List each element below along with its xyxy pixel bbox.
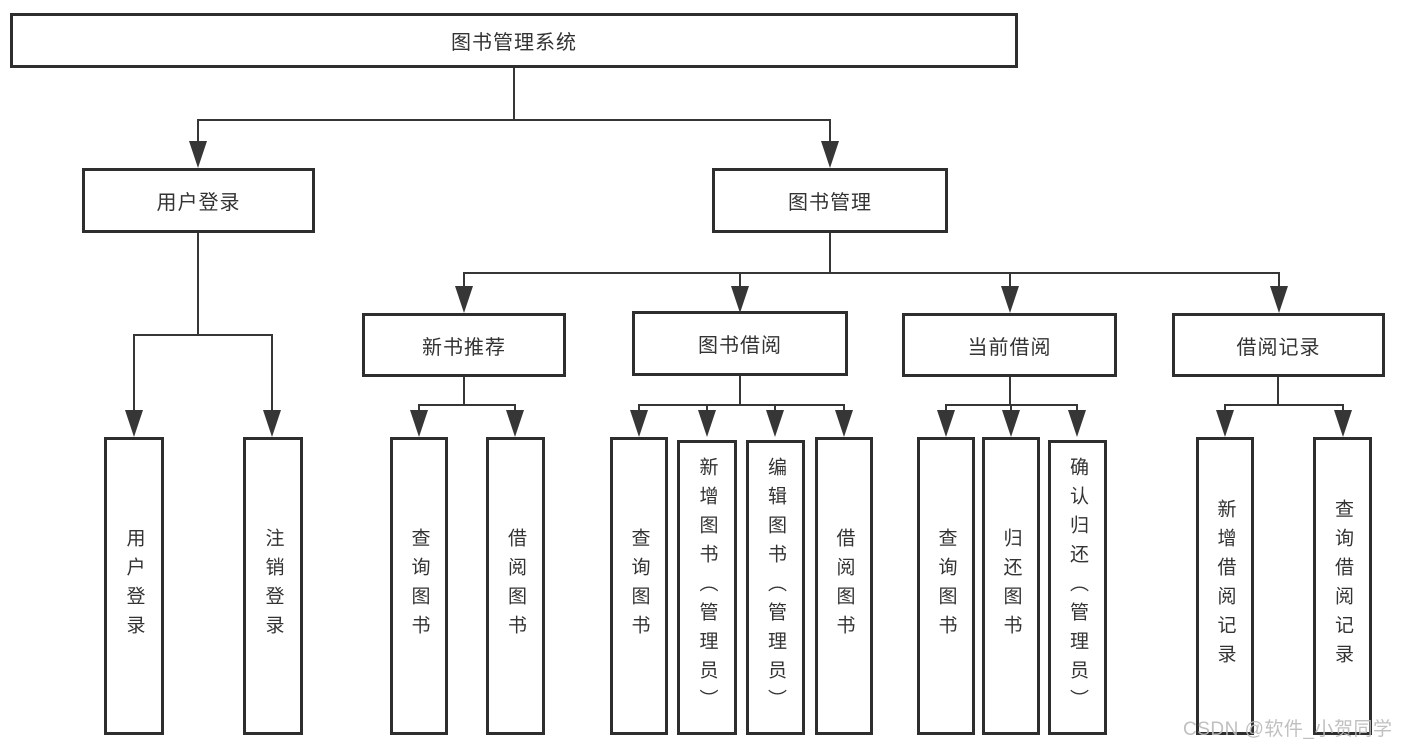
node-book-borrow-label: 图书借阅: [698, 335, 782, 357]
arrowhead-edit-book-admin: [766, 410, 784, 437]
connector-book-management-stem: [829, 233, 831, 274]
arrowhead-query-borrow-record: [1334, 410, 1352, 437]
csdn-watermark: CSDN @软件_小贺同学: [1183, 719, 1393, 740]
leaf-query-borrow-record: 查询借阅记录: [1313, 437, 1372, 735]
node-book-management-label: 图书管理: [788, 192, 872, 214]
leaf-confirm-return-admin-label: 确认归还（管理员）: [1067, 457, 1088, 718]
leaf-user-login-label: 用户登录: [123, 528, 145, 644]
leaf-query-book-borrow-label: 查询图书: [628, 528, 650, 644]
leaf-return-book: 归还图书: [982, 437, 1040, 735]
connector-drop-leaf-logout: [271, 334, 273, 414]
connector-drop-borrow-records: [1278, 272, 1280, 292]
node-user-login: 用户登录: [82, 168, 315, 233]
leaf-add-book-admin: 新增图书（管理员）: [677, 440, 737, 735]
node-borrow-records: 借阅记录: [1172, 313, 1385, 377]
leaf-query-book-current: 查询图书: [917, 437, 975, 735]
leaf-confirm-return-admin: 确认归还（管理员）: [1048, 440, 1107, 735]
leaf-user-login: 用户登录: [104, 437, 164, 735]
connector-drop-current-borrow: [1009, 272, 1011, 292]
connector-current-borrow-stem: [1009, 377, 1011, 406]
connector-book-borrow-bus: [638, 404, 845, 406]
leaf-query-book-borrow: 查询图书: [610, 437, 668, 735]
arrowhead-add-borrow-record: [1216, 410, 1234, 437]
arrowhead-return-book: [1002, 410, 1020, 437]
arrowhead-book-borrow: [731, 286, 749, 313]
leaf-borrow-book-label: 借阅图书: [833, 528, 855, 644]
connector-new-book-recommend-stem: [463, 377, 465, 406]
arrowhead-add-book-admin: [698, 410, 716, 437]
connector-level2-bus: [197, 119, 831, 121]
connector-book-borrow-stem: [739, 376, 741, 406]
connector-user-login-bus: [133, 334, 273, 336]
node-new-book-recommend-label: 新书推荐: [422, 336, 506, 359]
connector-borrow-records-stem: [1277, 377, 1279, 406]
arrowhead-borrow-book: [835, 410, 853, 437]
node-root-label: 图书管理系统: [451, 32, 577, 54]
connector-drop-new-book-recommend: [463, 272, 465, 292]
arrowhead-current-borrow: [1001, 286, 1019, 313]
leaf-edit-book-admin: 编辑图书（管理员）: [746, 440, 805, 735]
leaf-add-book-admin-label: 新增图书（管理员）: [696, 457, 718, 718]
node-root: 图书管理系统: [10, 13, 1018, 68]
leaf-borrow-book-recommend-label: 借阅图书: [505, 528, 526, 644]
arrowhead-borrow-records: [1270, 286, 1288, 313]
leaf-logout-label: 注销登录: [262, 528, 284, 644]
leaf-query-book-recommend-label: 查询图书: [408, 528, 430, 644]
node-new-book-recommend: 新书推荐: [362, 313, 566, 377]
arrowhead-query-book-current: [937, 410, 955, 437]
arrowhead-query-book-recommend: [410, 410, 428, 437]
leaf-query-borrow-record-label: 查询借阅记录: [1332, 499, 1353, 673]
arrowhead-borrow-book-recommend: [506, 410, 524, 437]
arrowhead-confirm-return-admin: [1068, 410, 1086, 437]
connector-drop-book-borrow: [739, 272, 741, 292]
arrowhead-leaf-logout: [263, 410, 281, 437]
node-current-borrow: 当前借阅: [902, 313, 1117, 377]
node-borrow-records-label: 借阅记录: [1236, 336, 1321, 359]
connector-drop-leaf-user-login: [133, 334, 135, 414]
leaf-borrow-book: 借阅图书: [815, 437, 873, 735]
leaf-borrow-book-recommend: 借阅图书: [486, 437, 545, 735]
node-book-management: 图书管理: [712, 168, 948, 233]
connector-level3-bus: [463, 272, 1280, 274]
leaf-add-borrow-record-label: 新增借阅记录: [1214, 499, 1236, 673]
arrowhead-user-login: [189, 141, 207, 168]
arrowhead-leaf-user-login: [125, 410, 143, 437]
node-current-borrow-label: 当前借阅: [967, 336, 1052, 359]
node-book-borrow: 图书借阅: [632, 311, 848, 376]
leaf-add-borrow-record: 新增借阅记录: [1196, 437, 1254, 735]
arrowhead-new-book-recommend: [455, 286, 473, 313]
connector-borrow-records-bus: [1224, 404, 1344, 406]
leaf-query-book-recommend: 查询图书: [390, 437, 448, 735]
connector-user-login-stem: [197, 233, 199, 336]
arrowhead-query-book-borrow: [630, 410, 648, 437]
leaf-logout: 注销登录: [243, 437, 303, 735]
connector-drop-user-login: [197, 119, 199, 147]
leaf-query-book-current-label: 查询图书: [935, 528, 957, 644]
connector-drop-book-management: [829, 119, 831, 147]
leaf-return-book-label: 归还图书: [1000, 528, 1022, 644]
node-user-login-label: 用户登录: [156, 192, 241, 214]
arrowhead-book-management: [821, 141, 839, 168]
connector-new-book-recommend-bus: [418, 404, 516, 406]
connector-root-stem: [513, 68, 515, 121]
leaf-edit-book-admin-label: 编辑图书（管理员）: [765, 457, 786, 718]
